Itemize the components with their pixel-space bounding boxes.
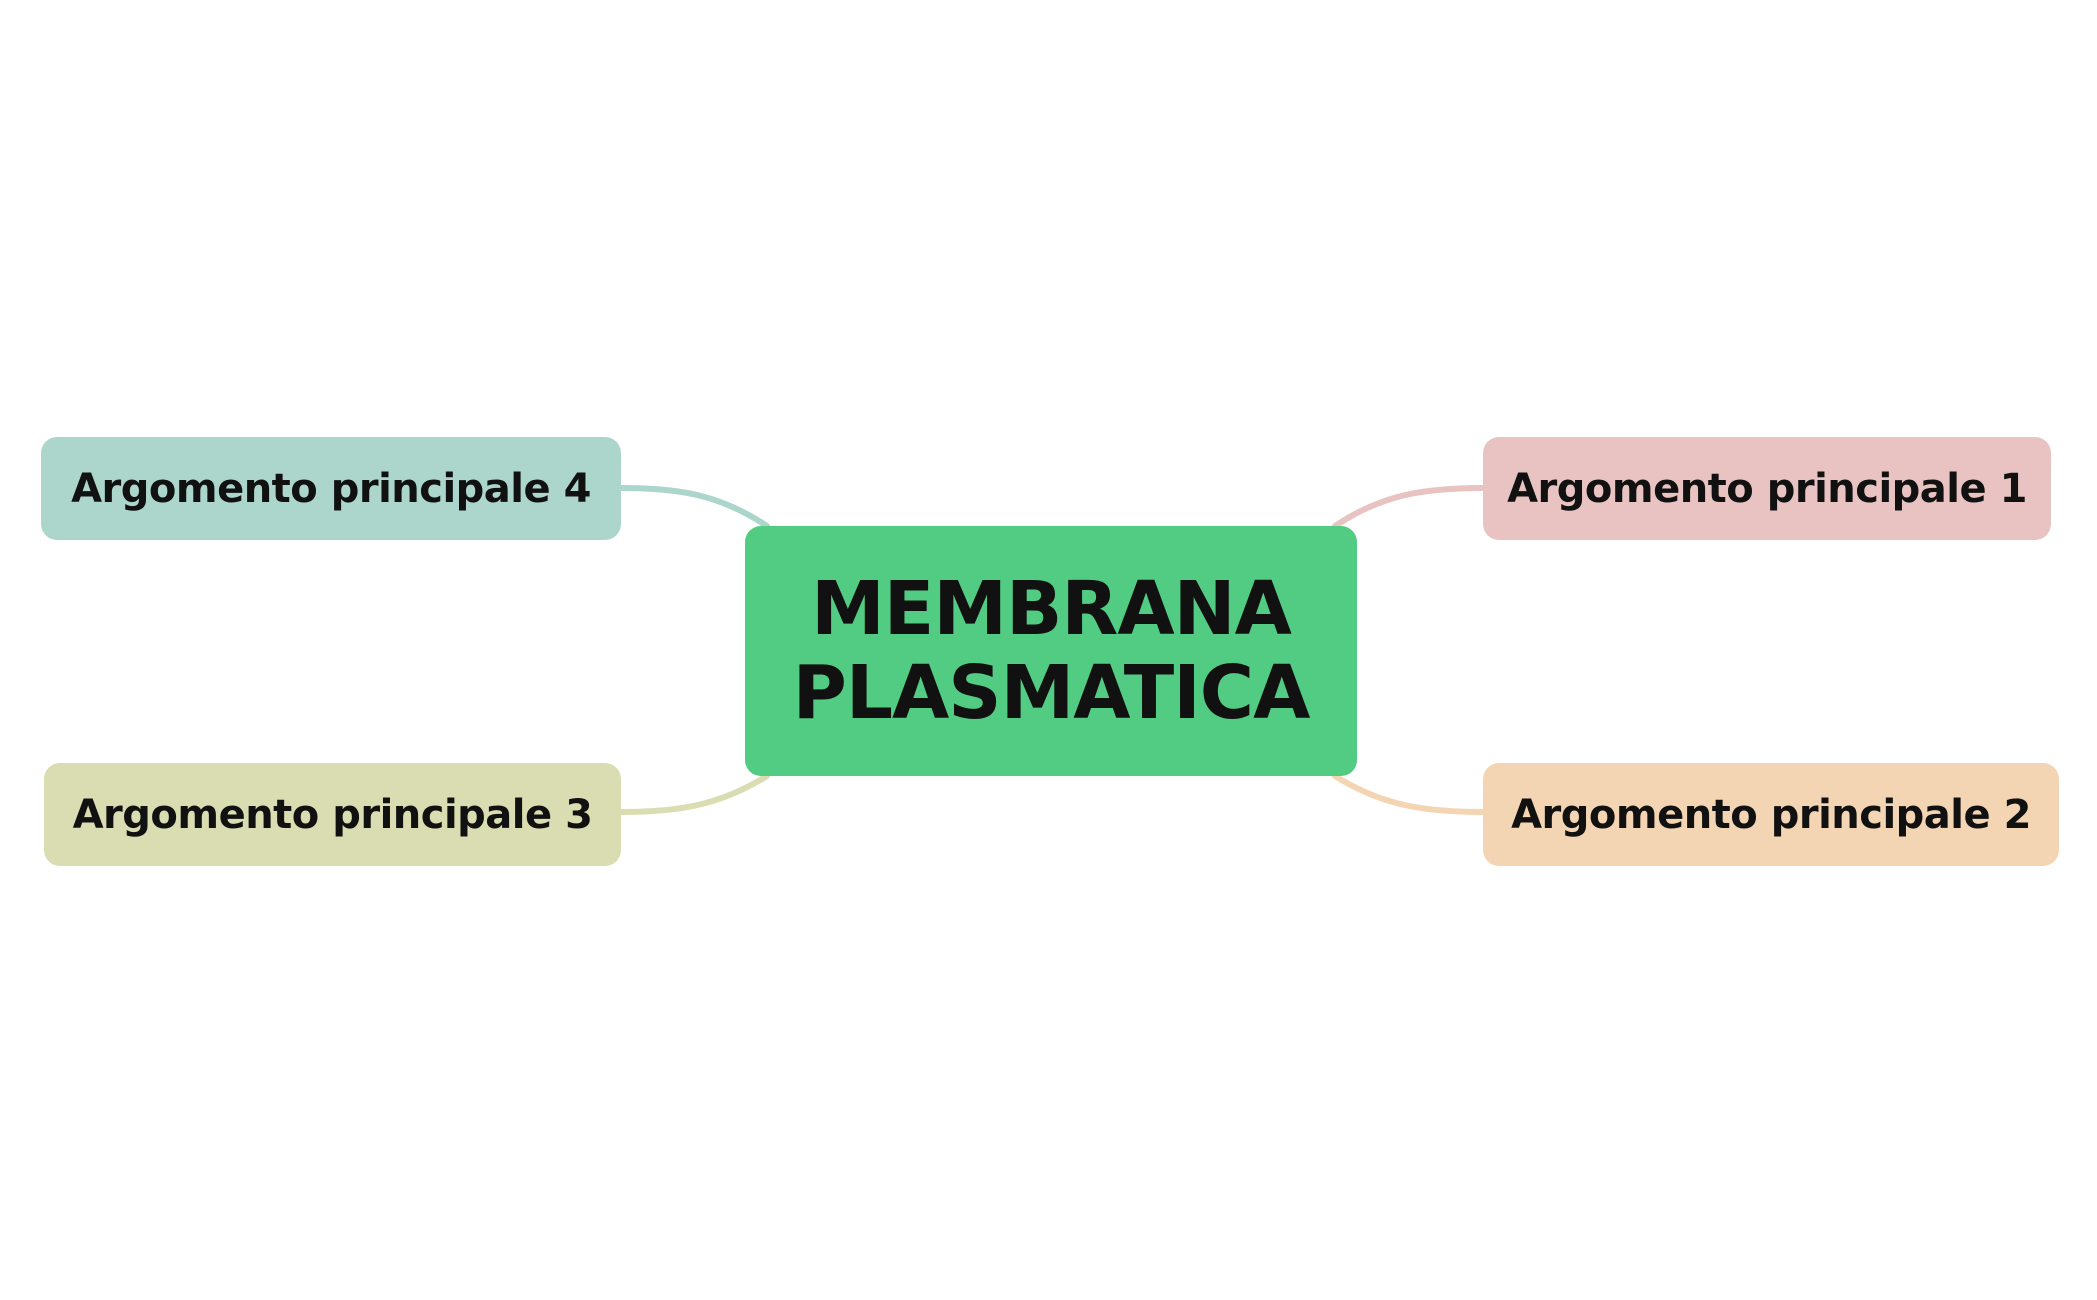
connector-topic-2: [1332, 773, 1486, 815]
main-topic-1[interactable]: Argomento principale 1: [1483, 437, 2051, 540]
central-topic[interactable]: MEMBRANA PLASMATICA: [745, 526, 1357, 776]
connector-topic-3: [618, 773, 770, 815]
connector-topic-1: [1332, 485, 1486, 529]
connector-topic-4: [618, 485, 770, 529]
central-topic-line-2: PLASMATICA: [792, 650, 1311, 736]
central-topic-line-1: MEMBRANA: [811, 566, 1292, 652]
main-topic-2[interactable]: Argomento principale 2: [1483, 763, 2059, 866]
main-topic-4[interactable]: Argomento principale 4: [41, 437, 621, 540]
main-topic-3[interactable]: Argomento principale 3: [44, 763, 621, 866]
